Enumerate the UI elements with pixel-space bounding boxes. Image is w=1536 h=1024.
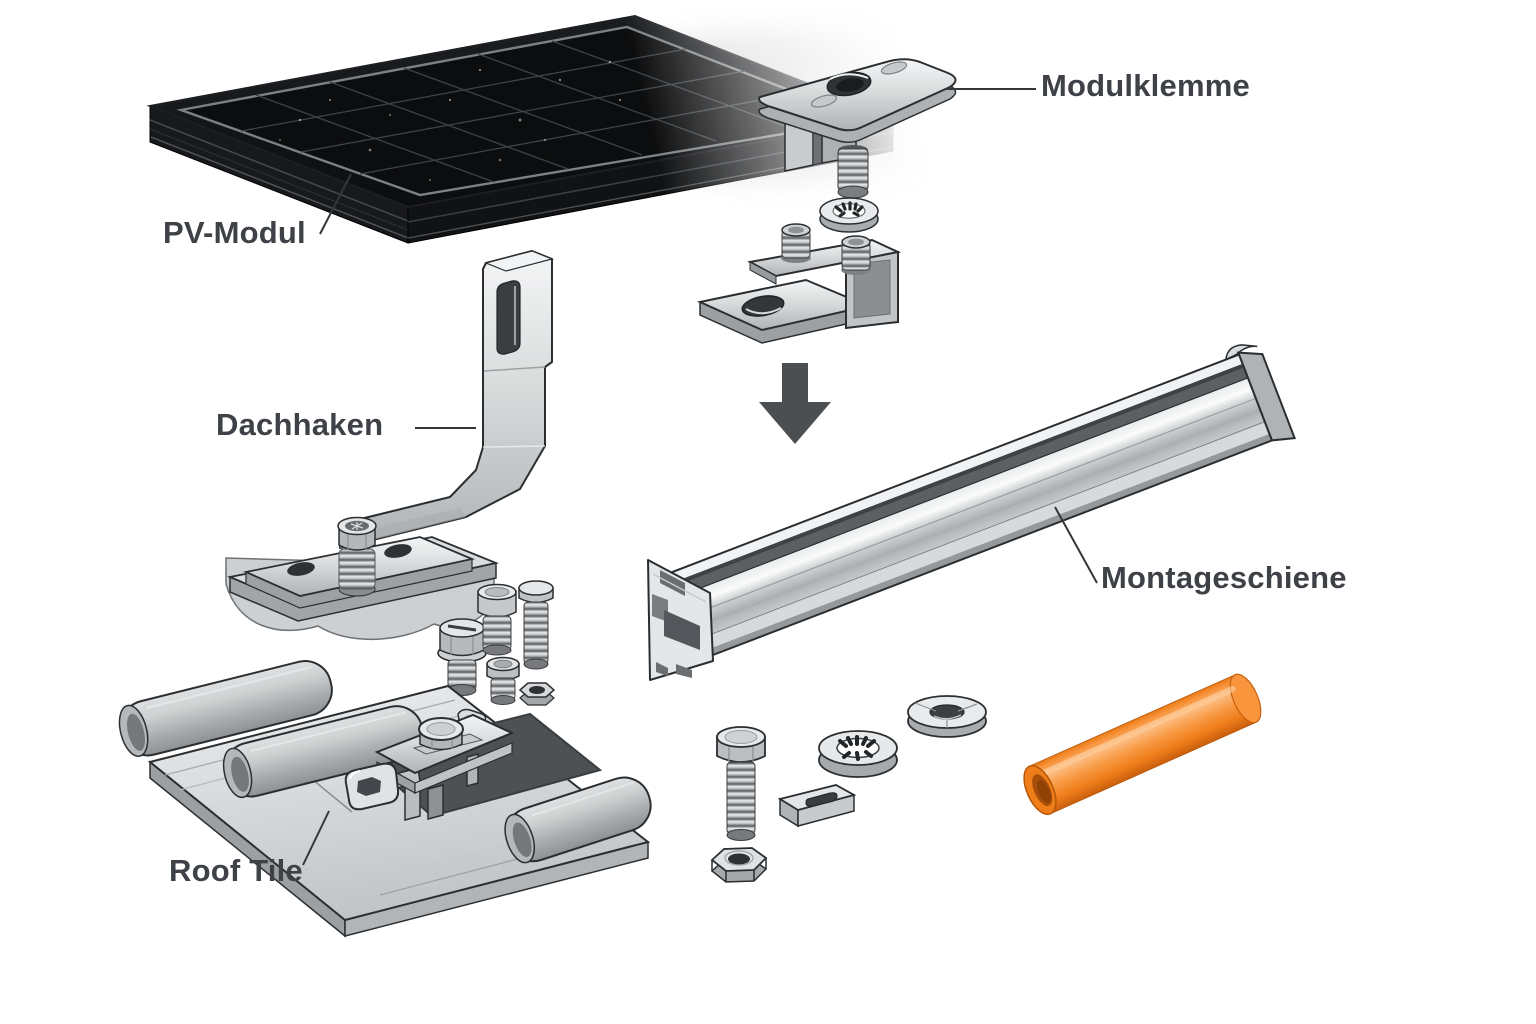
- label-dachhaken: Dachhaken: [216, 407, 384, 442]
- roof-tile-assembly: [118, 660, 652, 938]
- clamp-plate-hole-inner: [836, 78, 864, 92]
- hardware-group: [710, 695, 987, 883]
- hook-arm-slot: [496, 280, 521, 355]
- leader-lines: [302, 88, 1098, 866]
- leader-montageschiene: [1054, 506, 1098, 584]
- clamp-ring-hex-hole: [357, 777, 381, 796]
- long-screw: [518, 580, 554, 670]
- leader-pv-modul: [319, 173, 352, 235]
- bracket-plate-side: [414, 742, 513, 794]
- bracket-wall-recess: [853, 259, 891, 319]
- module-clamp-bracket: [696, 223, 902, 344]
- hole-highlight: [829, 73, 869, 80]
- rail-end-face: [647, 559, 714, 681]
- rail-channel-shadow: [665, 363, 1244, 590]
- ring-highlight: [349, 770, 361, 780]
- lock-washer-small: [819, 197, 879, 233]
- module-clamp-top: [758, 58, 957, 199]
- arm-step-line: [483, 366, 546, 372]
- mounting-rail: [647, 344, 1297, 681]
- leader-roof-tile: [302, 810, 330, 866]
- rail-lower-flange: [687, 421, 1270, 656]
- rail-top-strip: [662, 354, 1243, 586]
- screws-group: [437, 580, 556, 706]
- label-pv-modul: PV-Modul: [163, 215, 306, 250]
- tube-bore-shadow: [1036, 780, 1051, 803]
- rail-top-channel: [665, 363, 1248, 600]
- hex-nut: [710, 847, 768, 883]
- pv-frame-groove: [150, 136, 409, 239]
- rail-bottom-edge: [692, 433, 1272, 662]
- rail-seam: [687, 421, 1265, 644]
- rail-face: [670, 377, 1265, 644]
- hook-arm-top-face: [484, 250, 554, 272]
- pv-module-illustration: [146, 14, 1035, 244]
- barrel-tile: [118, 660, 333, 758]
- stud-top-recess: [848, 238, 864, 246]
- arm-bend-crease: [482, 445, 546, 448]
- clamp-bolt-thread: [837, 148, 869, 192]
- clamp-bolt-tip: [837, 185, 869, 199]
- label-montageschiene: Montageschiene: [1101, 560, 1347, 595]
- rail-seam: [678, 397, 1256, 621]
- flange-bolt: [437, 618, 487, 696]
- small-nut: [518, 682, 556, 706]
- small-screw: [486, 656, 520, 705]
- tube-highlight: [1041, 685, 1236, 776]
- hook-plate-hole: [287, 562, 315, 576]
- rail-body: [660, 344, 1297, 664]
- bracket-top-edge-shadow: [749, 261, 777, 285]
- hook-stud-thread: [338, 548, 376, 590]
- pv-frame-groove: [149, 128, 409, 231]
- end-face-cavity: [664, 610, 700, 650]
- stud-top-recess: [788, 226, 804, 234]
- hole-highlight: [745, 307, 782, 315]
- washer-hole-highlight: [933, 714, 962, 720]
- barrel-tile: [504, 776, 652, 864]
- clamp-plate-top: [758, 58, 957, 132]
- cylinder-head-screw: [477, 583, 517, 656]
- bolt-top-recess: [426, 722, 456, 736]
- rail-seam: [670, 377, 1249, 600]
- end-face-foot-notch: [656, 662, 668, 676]
- bracket-leg: [427, 784, 444, 820]
- end-face-top-slot: [660, 570, 685, 596]
- roof-hook: [225, 250, 554, 640]
- bolt-drive-star: [350, 522, 364, 530]
- pv-cell-grid: [240, 40, 805, 183]
- flat-washer: [907, 695, 987, 738]
- pv-frame-groove: [149, 119, 409, 222]
- washer-seams: [914, 702, 978, 728]
- end-face-highlight: [652, 573, 707, 603]
- tile-bracket: [344, 708, 515, 821]
- end-face-foot-notch: [676, 664, 692, 678]
- hex-bolt: [716, 726, 766, 841]
- clamp-slot: [880, 61, 908, 75]
- pv-cell-specks: [279, 60, 622, 181]
- down-arrow-icon: [759, 363, 831, 444]
- label-modulklemme: Modulklemme: [1041, 68, 1250, 103]
- orange-tube: [1023, 673, 1262, 816]
- tube-far-end: [1229, 673, 1262, 724]
- hook-plate-hole: [384, 544, 412, 558]
- serrated-lock-washer: [818, 730, 898, 778]
- square-slot-nut: [777, 784, 857, 828]
- washer-serrations: [834, 201, 864, 218]
- label-roof-tile: Roof Tile: [169, 853, 303, 888]
- clamp-slot: [810, 94, 838, 108]
- rail-seam: [683, 410, 1261, 633]
